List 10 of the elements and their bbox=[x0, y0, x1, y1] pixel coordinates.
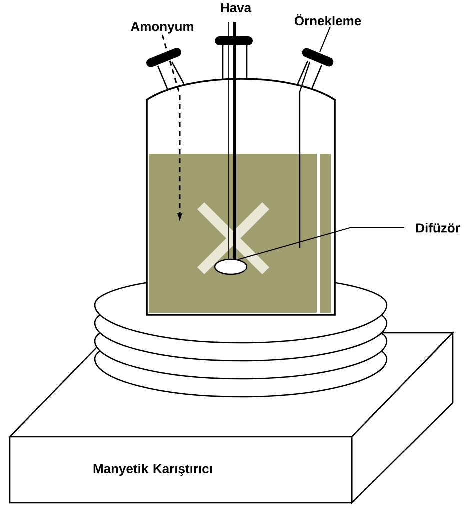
part-label: Difüzör bbox=[416, 223, 460, 233]
leader-line bbox=[238, 227, 404, 260]
leader-line bbox=[320, 26, 331, 52]
node-label: Manyetik Karıştırıcı bbox=[94, 464, 212, 476]
sampling-port bbox=[297, 48, 334, 90]
flow-arrow bbox=[162, 34, 183, 220]
diffuser bbox=[214, 258, 248, 276]
part-label: Amonyum bbox=[131, 22, 194, 34]
part-label: Hava bbox=[221, 3, 252, 13]
part-label: Örnekleme bbox=[294, 14, 362, 26]
